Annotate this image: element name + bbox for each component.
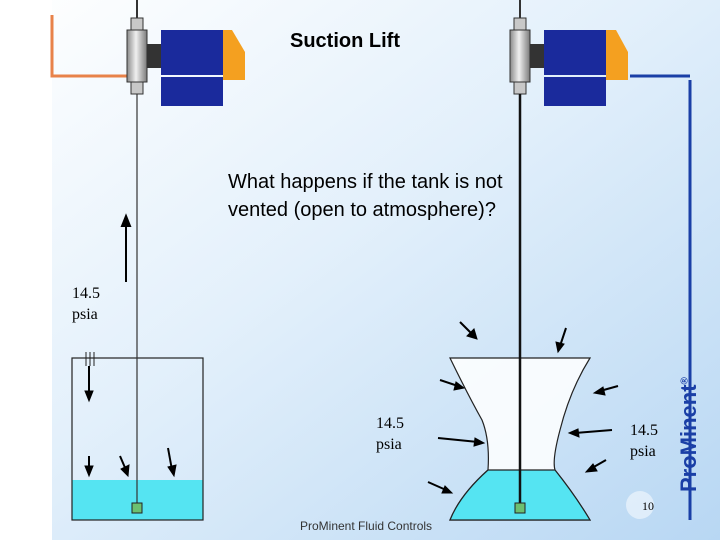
right-foot-valve: [514, 502, 526, 514]
arrow-right-tank-mid-w: [437, 437, 479, 443]
right-pump-valve-top: [513, 17, 527, 31]
left-pump-valve-top: [130, 17, 144, 31]
left-foot-valve: [131, 502, 143, 514]
arrow-left-tank-1-head: [84, 465, 94, 478]
right-pump-body-bottom: [544, 77, 606, 106]
arrow-right-tank-nw: [459, 321, 473, 335]
right-pump-body-top: [544, 30, 606, 75]
arrow-right-tank-ne-head: [555, 341, 565, 354]
left-pump-body-bottom: [161, 77, 223, 106]
left-pump-cylinder: [126, 29, 148, 83]
right-pump: [509, 0, 628, 106]
left-margin-strip: [0, 0, 52, 540]
arrow-right-tank-nw-head: [466, 328, 478, 340]
slide-title: Suction Lift: [290, 30, 400, 52]
brand-registered-mark: ®: [679, 377, 691, 385]
left-pump-connector: [147, 44, 161, 68]
splash-decoration: [626, 491, 654, 519]
brand-logo: ProMinent®: [676, 377, 702, 492]
question-text: What happens if the tank is not vented (…: [228, 171, 503, 221]
right-pump-cylinder: [509, 29, 531, 83]
arrow-left-up-head: [120, 213, 132, 227]
left-pump-valve-bottom: [130, 81, 144, 95]
frame-line-orange: [50, 15, 128, 78]
right-pump-valve-bottom: [513, 81, 527, 95]
arrow-right-tank-low-w-head: [441, 485, 454, 494]
arrow-right-tank-e-head: [592, 386, 606, 396]
arrow-left-tank-down-head: [84, 390, 94, 403]
page-number: 10: [642, 499, 654, 513]
right-pump-connector: [530, 44, 544, 68]
arrow-right-tank-w-head: [453, 381, 466, 391]
right-pump-motor-cap: [606, 30, 628, 80]
arrow-left-tank-2-head: [120, 464, 130, 478]
left-pump: [126, 0, 245, 106]
arrow-right-tank-low-e-head: [584, 463, 598, 473]
arrow-left-tank-3-head: [167, 464, 177, 478]
pressure-label-middle: 14.5 psia: [376, 415, 404, 453]
left-pump-body-top: [161, 30, 223, 75]
arrow-right-tank-mid-e: [574, 429, 613, 434]
footer-text: ProMinent Fluid Controls: [300, 519, 433, 533]
left-pump-motor-cap: [223, 30, 245, 80]
pressure-arrows: [84, 213, 619, 494]
pressure-label-right: 14.5 psia: [630, 422, 658, 460]
arrow-right-tank-mid-e-head: [567, 428, 580, 438]
arrow-right-tank-low-w: [427, 481, 447, 491]
pressure-label-left: 14.5 psia: [72, 285, 100, 323]
arrow-right-tank-mid-w-head: [473, 437, 486, 447]
brand-name: ProMinent: [676, 384, 701, 492]
